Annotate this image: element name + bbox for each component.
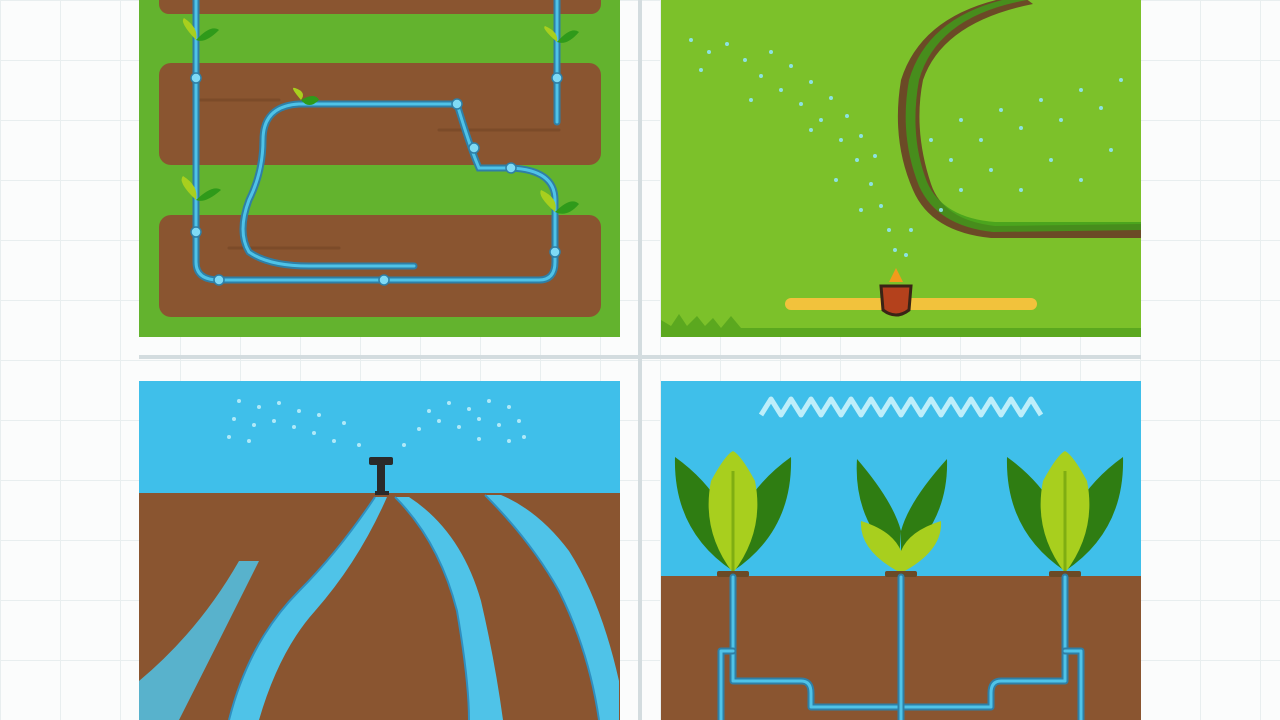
lawn-sprinkler-panel bbox=[661, 0, 1141, 337]
furrow-water-channel bbox=[139, 561, 259, 720]
horizontal-divider bbox=[139, 355, 1141, 359]
sprinkler-nozzle bbox=[889, 268, 903, 282]
crop-plant-icon bbox=[856, 459, 948, 573]
lawn-sprinkler-illustration bbox=[661, 0, 1141, 337]
soil-row bbox=[159, 63, 601, 165]
subsurface-irrigation-illustration bbox=[661, 381, 1141, 720]
sprinkler-head-icon bbox=[879, 284, 913, 317]
drip-emitter bbox=[190, 72, 563, 286]
surface-irrigation-panel bbox=[139, 381, 620, 720]
water-mist bbox=[758, 396, 1044, 418]
water-spray bbox=[689, 38, 1123, 257]
drip-irrigation-panel bbox=[139, 0, 620, 337]
sprinkler-head-icon bbox=[369, 457, 393, 495]
soil-row bbox=[159, 0, 601, 14]
water-spray bbox=[227, 399, 526, 447]
drip-pipe bbox=[192, 0, 561, 284]
vertical-divider bbox=[638, 0, 642, 720]
furrow-water-channel bbox=[228, 494, 619, 720]
crop-plant-icon bbox=[674, 451, 792, 573]
subsurface-irrigation-panel bbox=[661, 381, 1141, 720]
grass-edge bbox=[661, 314, 1141, 337]
crop-plant-icon bbox=[1006, 451, 1124, 573]
surface-furrow-irrigation-illustration bbox=[139, 381, 620, 720]
seedling-icon bbox=[181, 18, 579, 214]
subsurface-pipe bbox=[717, 573, 1085, 720]
drip-irrigation-illustration bbox=[139, 0, 620, 337]
